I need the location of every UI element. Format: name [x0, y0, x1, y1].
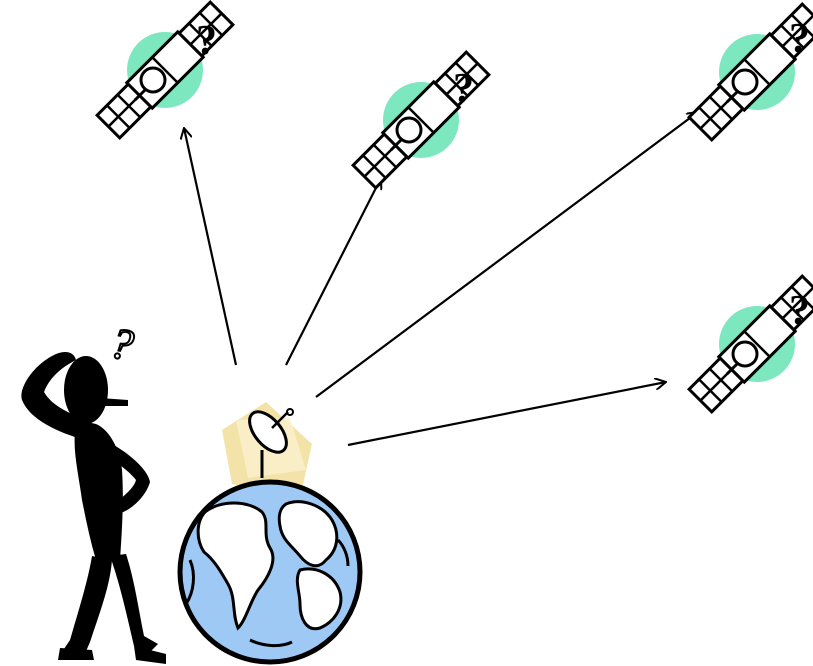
satellite-3: ?: [686, 1, 813, 143]
globe-icon: [177, 479, 363, 665]
satellite-4: ?: [686, 273, 813, 415]
arrow-to-satellite-1: [184, 128, 238, 366]
satellite-3-question: ?: [789, 16, 810, 62]
arrow-to-satellite-4: [347, 382, 666, 447]
satellite-1-question: ?: [196, 18, 217, 64]
thinking-person-icon: [21, 352, 166, 664]
satellite-dish-icon: [222, 402, 312, 498]
person-question: ?: [106, 318, 138, 371]
satellite-2: ?: [350, 49, 492, 191]
satellite-1: ?: [94, 0, 236, 141]
satellite-4-question: ?: [789, 288, 810, 334]
satellite-2-question: ?: [453, 66, 474, 112]
arrow-to-satellite-3: [315, 112, 698, 398]
arrow-to-satellite-2: [285, 178, 381, 366]
